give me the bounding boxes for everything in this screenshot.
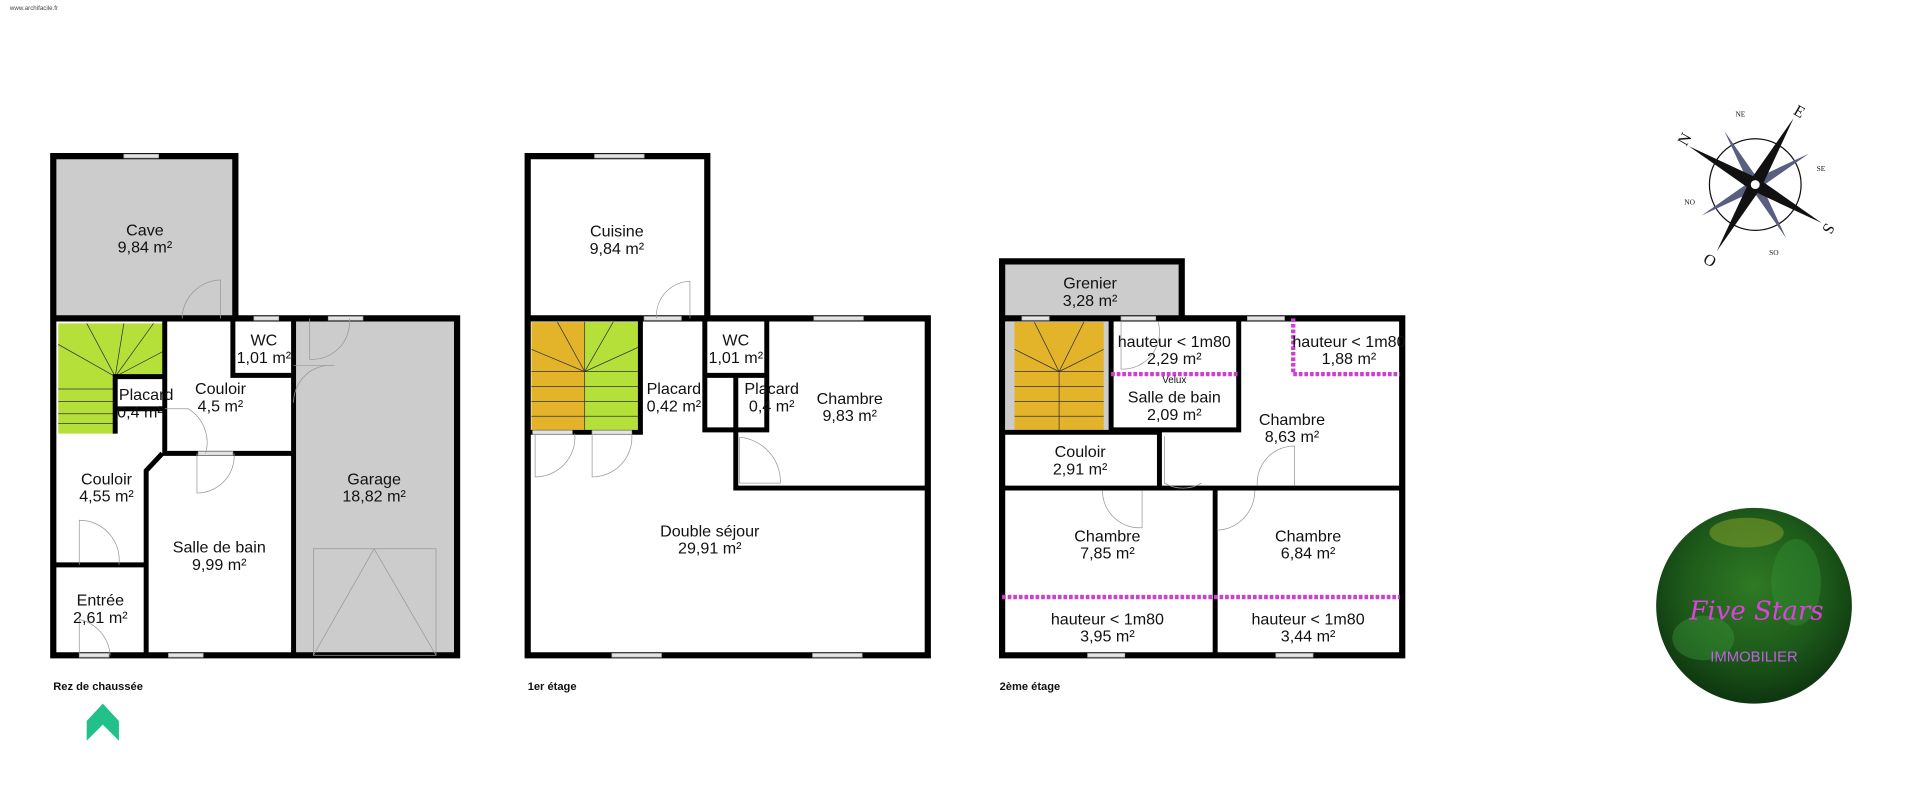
room-name: Placard — [744, 380, 799, 398]
staircase — [531, 322, 585, 430]
room-name: Double séjour — [660, 522, 760, 540]
room-area: 9,84 m² — [590, 240, 645, 258]
room-name: Chambre — [817, 390, 883, 408]
garage-door — [313, 548, 437, 656]
room-area: 9,84 m² — [118, 239, 173, 257]
five-stars-logo: Five Stars IMMOBILIER — [1656, 507, 1852, 704]
room-area: 0,4 m² — [749, 397, 795, 415]
room-area: 4,55 m² — [79, 488, 134, 506]
windows — [78, 153, 364, 658]
windows — [1021, 316, 1314, 658]
watermark: www.archifacile.fr — [9, 5, 58, 12]
staircase — [58, 323, 165, 434]
compass-so: SO — [1769, 248, 1779, 257]
room-area: 3,44 m² — [1281, 628, 1336, 646]
doors — [78, 279, 350, 656]
entrance-arrow-icon — [86, 703, 119, 741]
room-area: 3,28 m² — [1063, 292, 1118, 310]
room-area: 8,63 m² — [1265, 428, 1320, 446]
low-ceiling-line — [1291, 318, 1400, 377]
room-area: 2,61 m² — [73, 609, 128, 627]
doors — [534, 280, 781, 484]
room-area: 2,09 m² — [1147, 406, 1202, 424]
logo-script: Five Stars — [1688, 596, 1823, 626]
room-area: 4,5 m² — [198, 397, 244, 415]
plan-1er-etage: Cuisine 9,84 m² WC 1,01 m² Placard 0,42 … — [524, 153, 931, 693]
staircase — [584, 322, 640, 430]
room-name: hauteur < 1m80 — [1118, 333, 1231, 351]
compass-se: SE — [1817, 164, 1826, 173]
stair-steps — [1014, 321, 1104, 430]
room-garage — [293, 318, 458, 656]
floor-title: 2ème étage — [1000, 681, 1061, 693]
room-area: 0,42 m² — [647, 397, 702, 415]
room-name: Couloir — [81, 470, 133, 488]
room-name: Garage — [347, 470, 401, 488]
stair-steps — [531, 321, 640, 430]
room-name: Salle de bain — [1128, 389, 1221, 407]
room-name: Chambre — [1074, 527, 1140, 545]
room-name: WC — [722, 332, 749, 350]
compass-n: N — [1675, 130, 1696, 149]
room-name: hauteur < 1m80 — [1051, 610, 1164, 628]
stair-steps — [58, 323, 165, 425]
room-area: 29,91 m² — [678, 540, 742, 558]
floor-title: 1er étage — [528, 681, 577, 693]
room-area: 3,95 m² — [1080, 628, 1135, 646]
room-name: Salle de bain — [173, 538, 266, 556]
doors — [1102, 321, 1295, 531]
room-name: Couloir — [1055, 443, 1107, 461]
velux-label: Velux — [1162, 375, 1186, 386]
room-area: 0,4 m² — [117, 403, 163, 421]
room-area: 1,88 m² — [1322, 350, 1377, 368]
room-grenier — [1002, 261, 1182, 319]
room-cave — [53, 156, 236, 319]
room-name: Cuisine — [590, 223, 644, 241]
room-name: Entrée — [77, 592, 124, 610]
room-area: 9,83 m² — [822, 407, 877, 425]
room-name: Grenier — [1063, 275, 1117, 293]
compass-o: O — [1701, 249, 1720, 270]
room-name: hauteur < 1m80 — [1292, 333, 1405, 351]
room-area: 9,99 m² — [192, 556, 247, 574]
windows — [532, 153, 864, 658]
room-area: 6,84 m² — [1281, 545, 1336, 563]
room-name: Placard — [647, 380, 702, 398]
room-area: 1,01 m² — [237, 349, 292, 367]
floor-title: Rez de chaussée — [53, 681, 143, 693]
room-area: 1,01 m² — [709, 349, 764, 367]
plan-rez-de-chaussee: Cave 9,84 m² WC 1,01 m² Placard 0,4 m² C… — [50, 153, 461, 741]
compass-ne: NE — [1735, 109, 1745, 118]
room-name: Chambre — [1259, 411, 1325, 429]
room-area: 18,82 m² — [342, 488, 406, 506]
compass-no: NO — [1684, 197, 1695, 206]
room-name: WC — [250, 332, 277, 350]
room-area: 7,85 m² — [1080, 545, 1135, 563]
room-name: Chambre — [1275, 527, 1341, 545]
room-name: Couloir — [195, 380, 247, 398]
logo-subtitle: IMMOBILIER — [1710, 649, 1798, 665]
room-name: Cave — [126, 221, 164, 239]
room-area: 2,91 m² — [1053, 460, 1108, 478]
room-name: hauteur < 1m80 — [1251, 610, 1364, 628]
compass-rose-icon: N E S O NE SE SO NO — [1675, 102, 1837, 270]
plan-2eme-etage: Grenier 3,28 m² hauteur < 1m80 2,29 m² V… — [999, 258, 1406, 693]
room-area: 2,29 m² — [1147, 350, 1202, 368]
room-name: Placard — [119, 386, 174, 404]
